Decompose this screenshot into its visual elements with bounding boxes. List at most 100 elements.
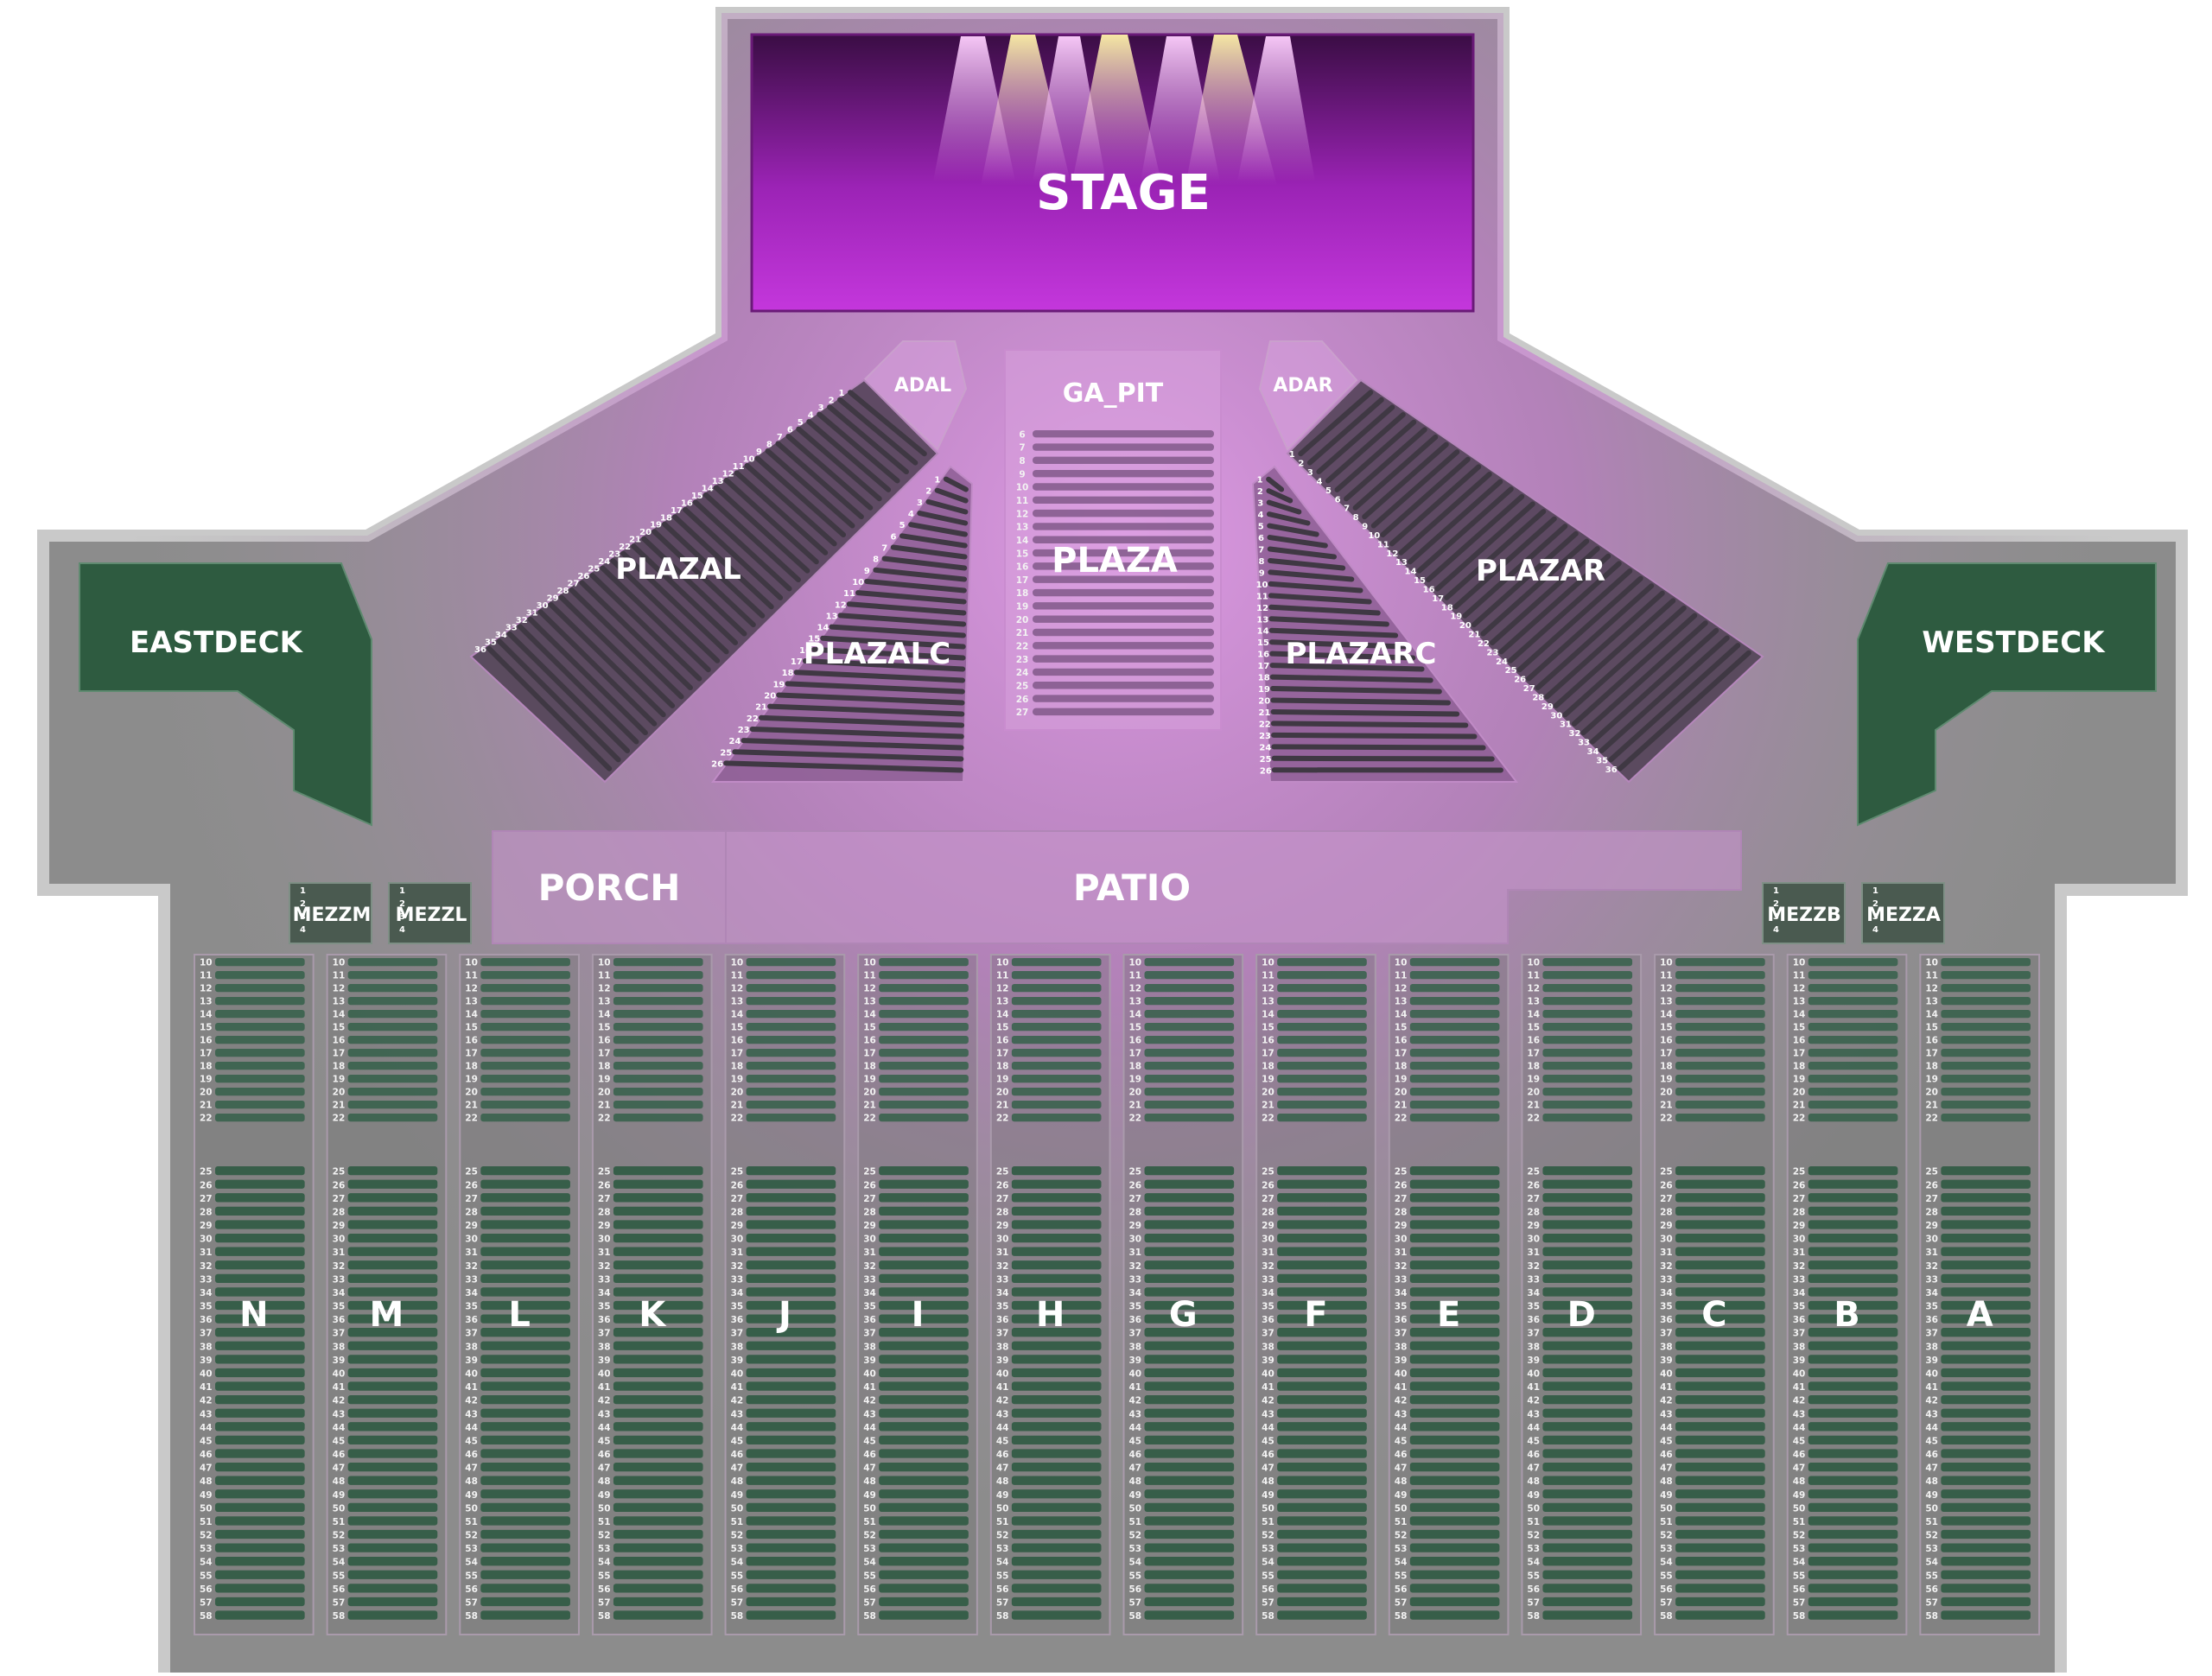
lawn-row[interactable] <box>215 1422 305 1431</box>
lawn-row[interactable] <box>215 1436 305 1444</box>
lawn-row[interactable] <box>1675 1075 1765 1082</box>
lawn-row[interactable] <box>1145 1584 1235 1592</box>
lawn-row[interactable] <box>1277 997 1367 1005</box>
lawn-row[interactable] <box>1941 1193 2031 1202</box>
lawn-row[interactable] <box>879 997 969 1005</box>
pit-row[interactable] <box>1033 642 1214 649</box>
lawn-row[interactable] <box>879 1114 969 1121</box>
lawn-row[interactable] <box>1145 1180 1235 1189</box>
lawn-row[interactable] <box>879 1036 969 1044</box>
lawn-row[interactable] <box>480 1207 570 1216</box>
lawn-row[interactable] <box>1542 1571 1632 1579</box>
lawn-row[interactable] <box>1941 1049 2031 1057</box>
plazarc-row[interactable] <box>1273 677 1431 681</box>
lawn-row[interactable] <box>1808 1247 1898 1256</box>
lawn-row[interactable] <box>1808 1449 1898 1457</box>
lawn-row[interactable] <box>879 1422 969 1431</box>
plazarc-row[interactable] <box>1274 746 1483 747</box>
lawn-row[interactable] <box>1675 1036 1765 1044</box>
lawn-row[interactable] <box>215 1010 305 1018</box>
lawn-row[interactable] <box>480 1381 570 1390</box>
lawn-row[interactable] <box>1145 984 1235 992</box>
lawn-row[interactable] <box>1941 1449 2031 1457</box>
lawn-row[interactable] <box>879 1557 969 1565</box>
lawn-row[interactable] <box>613 1010 703 1018</box>
lawn-row[interactable] <box>480 1166 570 1175</box>
lawn-row[interactable] <box>613 1543 703 1552</box>
lawn-row[interactable] <box>879 1571 969 1579</box>
lawn-row[interactable] <box>1012 1049 1102 1057</box>
lawn-row[interactable] <box>1542 1075 1632 1082</box>
lawn-row[interactable] <box>480 1449 570 1457</box>
lawn-row[interactable] <box>1808 1584 1898 1592</box>
lawn-row[interactable] <box>1277 1036 1367 1044</box>
lawn-row[interactable] <box>1410 1436 1500 1444</box>
lawn-row[interactable] <box>747 1355 836 1363</box>
lawn-row[interactable] <box>1941 1207 2031 1216</box>
lawn-row[interactable] <box>1277 1166 1367 1175</box>
lawn-row[interactable] <box>613 1571 703 1579</box>
lawn-row[interactable] <box>215 1114 305 1121</box>
lawn-row[interactable] <box>1277 1530 1367 1539</box>
lawn-row[interactable] <box>1675 1449 1765 1457</box>
lawn-row[interactable] <box>480 984 570 992</box>
lawn-row[interactable] <box>879 1010 969 1018</box>
lawn-row[interactable] <box>879 984 969 992</box>
lawn-row[interactable] <box>1012 997 1102 1005</box>
lawn-row[interactable] <box>1012 1260 1102 1269</box>
lawn-row[interactable] <box>215 1368 305 1377</box>
lawn-row[interactable] <box>1277 1062 1367 1070</box>
lawn-row[interactable] <box>1808 1543 1898 1552</box>
lawn-row[interactable] <box>1675 1114 1765 1121</box>
lawn-row[interactable] <box>1941 1543 2031 1552</box>
lawn-row[interactable] <box>613 1449 703 1457</box>
lawn-row[interactable] <box>613 1584 703 1592</box>
lawn-row[interactable] <box>879 1463 969 1471</box>
lawn-row[interactable] <box>480 997 570 1005</box>
lawn-row[interactable] <box>613 1530 703 1539</box>
lawn-row[interactable] <box>879 1342 969 1350</box>
lawn-row[interactable] <box>1808 1166 1898 1175</box>
lawn-row[interactable] <box>1941 1023 2031 1031</box>
lawn-row[interactable] <box>747 1247 836 1256</box>
lawn-row[interactable] <box>1675 1476 1765 1485</box>
lawn-row[interactable] <box>613 1114 703 1121</box>
lawn-row[interactable] <box>879 1503 969 1512</box>
lawn-row[interactable] <box>215 1395 305 1404</box>
lawn-row[interactable] <box>747 1036 836 1044</box>
lawn-row[interactable] <box>747 1516 836 1525</box>
lawn-row[interactable] <box>1012 1342 1102 1350</box>
pit-row[interactable] <box>1033 430 1214 437</box>
lawn-row[interactable] <box>1542 1463 1632 1471</box>
lawn-row[interactable] <box>1277 1247 1367 1256</box>
lawn-row[interactable] <box>215 1463 305 1471</box>
lawn-section-a[interactable]: 1011121314151617181920212225262728293031… <box>1920 955 2039 1635</box>
lawn-row[interactable] <box>348 1422 438 1431</box>
lawn-section-l[interactable]: 1011121314151617181920212225262728293031… <box>460 955 579 1635</box>
lawn-row[interactable] <box>1675 1571 1765 1579</box>
lawn-row[interactable] <box>1277 1260 1367 1269</box>
lawn-row[interactable] <box>613 1101 703 1108</box>
lawn-row[interactable] <box>1941 1395 2031 1404</box>
lawn-row[interactable] <box>1012 1610 1102 1619</box>
lawn-row[interactable] <box>215 1530 305 1539</box>
lawn-row[interactable] <box>1410 1036 1500 1044</box>
pit-row[interactable] <box>1033 669 1214 676</box>
lawn-row[interactable] <box>215 1234 305 1242</box>
lawn-row[interactable] <box>1277 1597 1367 1606</box>
section-porch[interactable]: PORCH <box>493 831 726 943</box>
lawn-row[interactable] <box>1012 1530 1102 1539</box>
lawn-row[interactable] <box>879 1368 969 1377</box>
lawn-section-d[interactable]: 1011121314151617181920212225262728293031… <box>1522 955 1641 1635</box>
lawn-section-n[interactable]: 1011121314151617181920212225262728293031… <box>194 955 314 1635</box>
lawn-row[interactable] <box>1941 1274 2031 1283</box>
lawn-row[interactable] <box>480 971 570 979</box>
lawn-row[interactable] <box>1941 1422 2031 1431</box>
lawn-row[interactable] <box>348 1516 438 1525</box>
lawn-row[interactable] <box>1145 1610 1235 1619</box>
lawn-row[interactable] <box>348 1114 438 1121</box>
lawn-row[interactable] <box>348 1489 438 1498</box>
lawn-row[interactable] <box>348 1342 438 1350</box>
lawn-row[interactable] <box>879 1274 969 1283</box>
lawn-row[interactable] <box>879 1610 969 1619</box>
